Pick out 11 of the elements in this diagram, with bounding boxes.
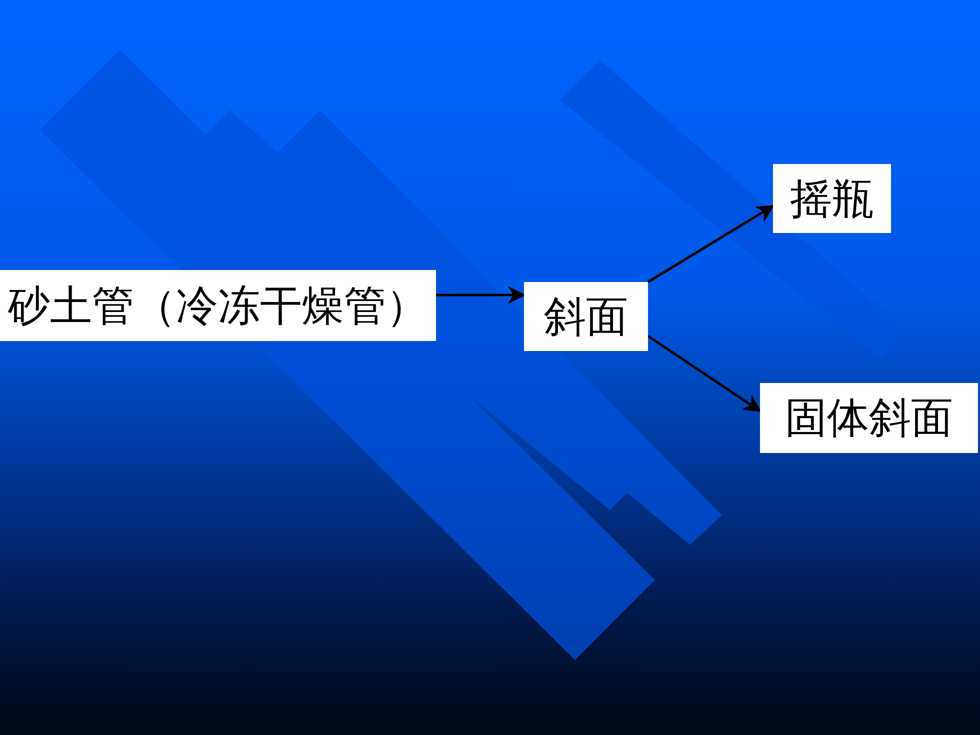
arrow bbox=[647, 334, 762, 412]
node-text: 砂土管（冷冻干燥管） bbox=[8, 280, 428, 330]
node-text: 固体斜面 bbox=[785, 393, 953, 443]
label-box bbox=[760, 383, 978, 453]
label-box bbox=[773, 164, 891, 233]
arrow bbox=[436, 286, 526, 304]
arrow bbox=[647, 204, 775, 284]
label-box bbox=[0, 270, 436, 341]
node-text: 摇瓶 bbox=[790, 174, 874, 224]
label-box bbox=[524, 282, 648, 351]
node-text: 斜面 bbox=[544, 292, 628, 342]
